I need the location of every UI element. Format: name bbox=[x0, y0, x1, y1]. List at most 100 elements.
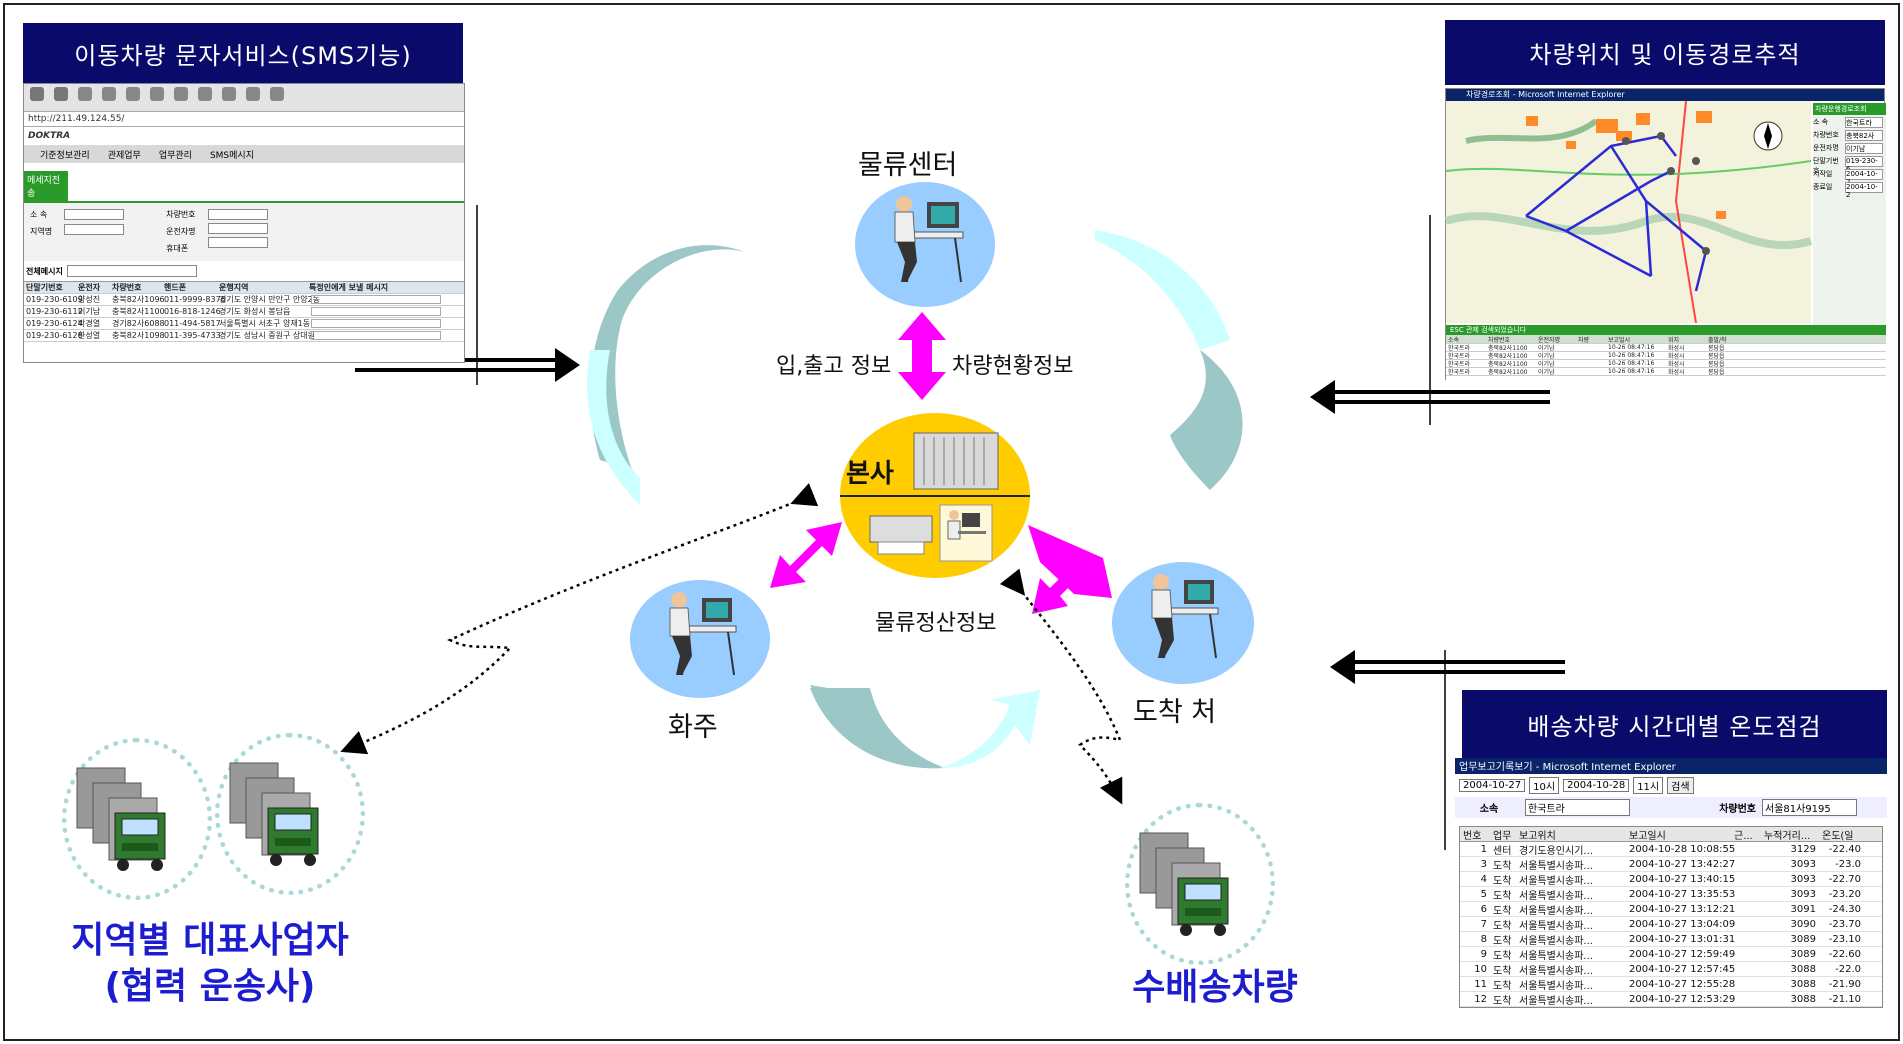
sms-address-bar[interactable]: http://211.49.124.55/ bbox=[24, 112, 464, 127]
delivery-vehicles-label: 수배송차량 bbox=[1132, 967, 1298, 1008]
table-cell: 도착 bbox=[1493, 920, 1512, 932]
tab-message-send[interactable]: 메세지전송 bbox=[24, 171, 68, 201]
temperature-filter-row: 2004-10-27 10시 2004-10-28 11시 검색 bbox=[1455, 774, 1887, 797]
hq-node: 본사 bbox=[840, 413, 1030, 578]
title-tracking: 차량위치 및 이동경로추적 bbox=[1445, 20, 1885, 85]
search-icon[interactable] bbox=[150, 87, 164, 101]
print-icon[interactable] bbox=[270, 87, 284, 101]
regional-label-line2: (협력 운송사) bbox=[104, 966, 316, 1007]
refresh-icon[interactable] bbox=[102, 87, 116, 101]
filter-affiliation: 소 속 bbox=[30, 210, 48, 219]
side-panel-title: 차량운행경로조회 bbox=[1813, 103, 1886, 115]
truck-icon bbox=[76, 767, 166, 871]
stop-icon[interactable] bbox=[78, 87, 92, 101]
filter-vehicle-no: 차량번호 bbox=[166, 210, 196, 219]
all-message-input[interactable] bbox=[66, 265, 197, 277]
search-button[interactable]: 검색 bbox=[1667, 777, 1694, 794]
tracking-screenshot: 차량경로조회 - Microsoft Internet Explorer 차량운… bbox=[1444, 88, 1886, 381]
select-region[interactable] bbox=[64, 224, 125, 235]
table-cell: 2004-10-27 12:55:28 bbox=[1629, 978, 1736, 990]
side-field-affiliation[interactable]: 한국트라 bbox=[1845, 117, 1883, 128]
col-region: 운행지역 bbox=[219, 283, 249, 292]
back-icon[interactable] bbox=[30, 87, 44, 101]
side-field-terminal[interactable]: 019-230-6 bbox=[1845, 156, 1883, 173]
side-field-vehicle[interactable]: 충북82사 bbox=[1845, 130, 1883, 141]
media-icon[interactable] bbox=[198, 87, 212, 101]
hq-divider bbox=[840, 495, 1030, 497]
title-temperature: 배송차량 시간대별 온도점검 bbox=[1462, 690, 1887, 758]
tracking-map[interactable] bbox=[1444, 100, 1813, 324]
temperature-titlebar: 업무보고기록보기 - Microsoft Internet Explorer bbox=[1455, 758, 1887, 774]
table-cell: 2004-10-27 12:59:49 bbox=[1629, 948, 1736, 960]
table-cell: 3093 bbox=[1790, 873, 1816, 885]
forward-icon[interactable] bbox=[54, 87, 68, 101]
select-driver[interactable] bbox=[207, 223, 268, 234]
date-to-select[interactable]: 2004-10-28 bbox=[1563, 779, 1630, 792]
menu-item-control[interactable]: 관제업무 bbox=[107, 150, 141, 161]
sms-toolbar bbox=[24, 84, 464, 112]
hour-from-select[interactable]: 10시 bbox=[1529, 777, 1560, 794]
table-cell: 2004-10-27 13:35:53 bbox=[1629, 888, 1736, 900]
vehicle-select[interactable]: 서울81사9195 bbox=[1762, 799, 1857, 816]
affiliation-select[interactable]: 한국트라 bbox=[1525, 799, 1630, 816]
history-icon[interactable] bbox=[222, 87, 236, 101]
vehicle-label: 차량번호 bbox=[1719, 804, 1756, 815]
cycle-arrow-right bbox=[1170, 350, 1243, 490]
title-sms: 이동차량 문자서비스(SMS기능) bbox=[23, 23, 463, 83]
cycle-arrow-top-left bbox=[590, 245, 745, 470]
table-cell: 3129 bbox=[1790, 843, 1816, 855]
table-cell: -22.0 bbox=[1835, 963, 1861, 975]
operator-icon bbox=[669, 592, 737, 676]
select-vehicle[interactable] bbox=[207, 209, 268, 220]
menu-item-business[interactable]: 업무관리 bbox=[158, 150, 192, 161]
logistics-center-label: 물류센터 bbox=[858, 150, 958, 181]
select-phone[interactable] bbox=[207, 237, 268, 248]
favorites-icon[interactable] bbox=[174, 87, 188, 101]
table-cell: 도착 bbox=[1493, 860, 1512, 872]
side-field-start[interactable]: 2004-10-2 bbox=[1845, 169, 1883, 186]
truck-icon bbox=[229, 762, 319, 866]
table-cell: 경기도용인시기... bbox=[1519, 845, 1593, 857]
menu-item-sms[interactable]: SMS메시지 bbox=[209, 150, 254, 161]
side-field-end[interactable]: 2004-10-2 bbox=[1845, 182, 1883, 199]
hq-operator-icon bbox=[939, 504, 993, 562]
vehicle-route bbox=[1525, 134, 1708, 292]
menu-item-base-info[interactable]: 기준정보관리 bbox=[40, 150, 90, 161]
select-affiliation[interactable] bbox=[64, 209, 125, 220]
home-icon[interactable] bbox=[126, 87, 140, 101]
truck-group-delivery bbox=[1125, 803, 1275, 965]
date-from-select[interactable]: 2004-10-27 bbox=[1459, 779, 1526, 792]
side-field-driver[interactable]: 이기남 bbox=[1845, 143, 1883, 154]
col-message: 특정인에게 보낼 메시지 bbox=[309, 283, 389, 292]
operator-icon bbox=[894, 196, 964, 283]
table-cell: 5 bbox=[1480, 888, 1487, 900]
sms-filter-area: 소 속 지역명 차량번호 운전자명 휴대폰 bbox=[24, 201, 464, 261]
table-cell: 2004-10-27 12:53:29 bbox=[1629, 993, 1736, 1005]
table-cell: 3090 bbox=[1790, 918, 1816, 930]
table-cell: 8 bbox=[1480, 933, 1487, 945]
hour-to-select[interactable]: 11시 bbox=[1633, 777, 1664, 794]
mail-icon[interactable] bbox=[246, 87, 260, 101]
table-cell: 2004-10-27 13:42:27 bbox=[1629, 858, 1736, 870]
